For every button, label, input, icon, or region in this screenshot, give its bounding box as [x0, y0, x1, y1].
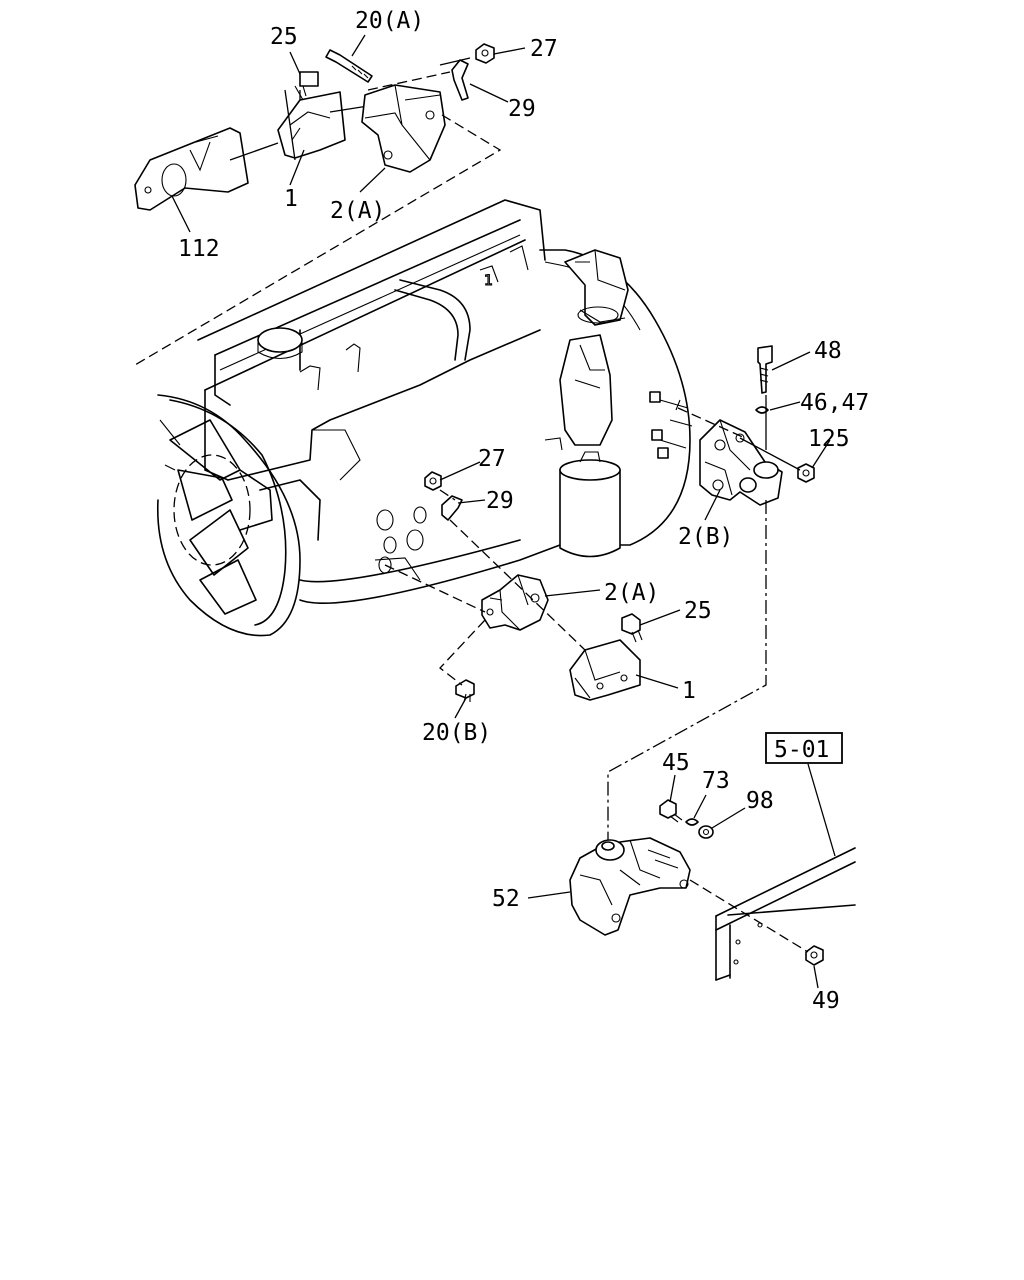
part-98-washer [698, 825, 714, 839]
label-20a-top: 20(A) [355, 8, 424, 34]
label-1-mid: 1 [682, 678, 696, 704]
part-27-mid-nut [424, 471, 442, 491]
rear-mount-assembly [677, 345, 815, 506]
part-1-mid-mount [569, 639, 641, 701]
part-125-nut [797, 463, 815, 483]
part-2a-top-bracket [361, 84, 446, 173]
label-27-mid: 27 [478, 446, 506, 472]
part-73-washer [685, 818, 699, 826]
part-25-mid-bolt [621, 613, 641, 635]
label-98: 98 [746, 788, 774, 814]
part-29-mid-clip [441, 495, 463, 521]
part-2a-mid-bracket [481, 574, 549, 631]
part-45-bolt [659, 799, 677, 819]
label-1-top: 1 [284, 186, 298, 212]
label-49: 49 [812, 988, 840, 1014]
part-20b-bolt [455, 679, 475, 699]
svg-text:1: 1 [484, 273, 493, 289]
mid-mount-assembly [384, 471, 643, 703]
part-112-bracket [134, 127, 249, 211]
oil-filler-cap [257, 327, 303, 353]
cooling-fan [156, 394, 301, 637]
part-20a-top-bolt [325, 49, 373, 83]
part-46-47-washer [755, 406, 769, 414]
label-2a-top: 2(A) [330, 198, 385, 224]
label-52: 52 [492, 886, 520, 912]
label-125: 125 [808, 426, 850, 452]
part-25-top-bolt [299, 71, 319, 87]
top-mount-assembly [134, 43, 502, 366]
label-48: 48 [814, 338, 842, 364]
part-49-nut [805, 945, 824, 966]
reference-box-5-01: 5-01 [765, 732, 843, 857]
part-52-mount [569, 837, 691, 936]
part-29-top-clip [451, 59, 469, 101]
part-27-top-nut [475, 43, 495, 64]
part-1-top-mount [277, 91, 346, 159]
label-112: 112 [178, 236, 220, 262]
label-29-top: 29 [508, 96, 536, 122]
label-29-mid: 29 [486, 488, 514, 514]
frame-rail [715, 847, 856, 981]
label-73: 73 [702, 768, 730, 794]
label-25-mid: 25 [684, 598, 712, 624]
label-45: 45 [662, 750, 690, 776]
reference-box-text: 5-01 [774, 737, 829, 763]
label-25-top: 25 [270, 24, 298, 50]
oil-filter [559, 469, 621, 558]
label-20b: 20(B) [422, 720, 491, 746]
engine-body: 1 [156, 199, 693, 637]
callout-labels: 25 20(A) 27 29 1 2(A) 112 48 46,47 125 2… [178, 8, 869, 1014]
part-2b-bracket [699, 419, 783, 506]
turbo-housing [564, 249, 629, 326]
label-46-47: 46,47 [800, 390, 869, 416]
label-27-top: 27 [530, 36, 558, 62]
leader-lines [171, 34, 831, 989]
lower-mount-assembly [569, 500, 856, 981]
label-2a-mid: 2(A) [604, 580, 659, 606]
label-2b: 2(B) [678, 524, 733, 550]
